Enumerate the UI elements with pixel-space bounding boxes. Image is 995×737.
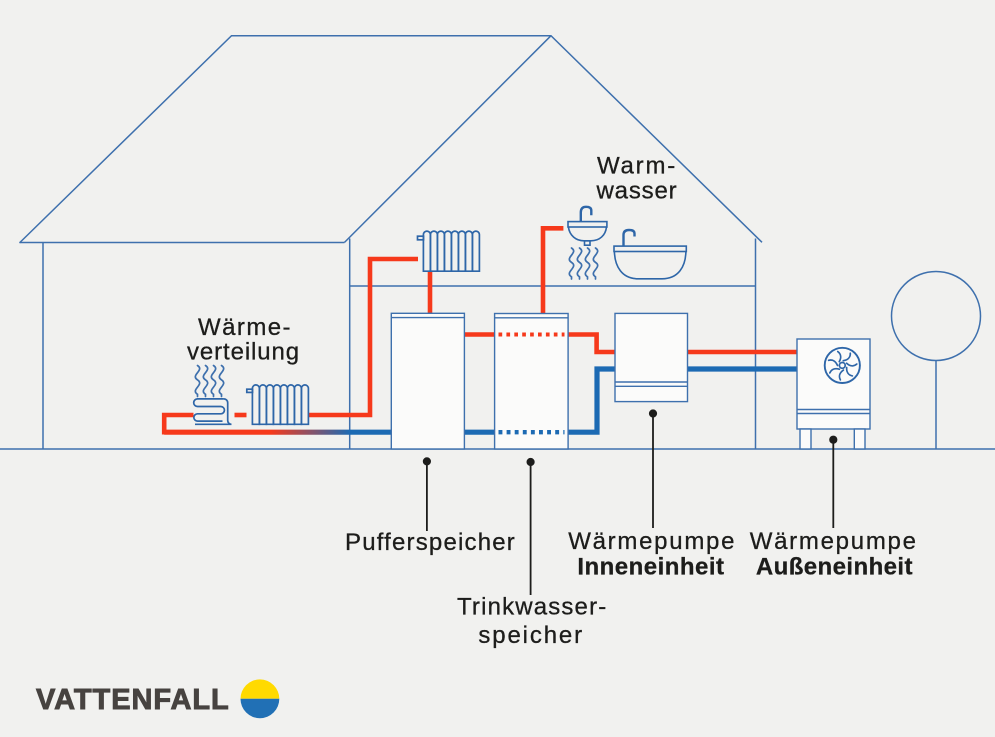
svg-text:Wärmepumpe: Wärmepumpe: [750, 528, 918, 555]
svg-text:Warm-: Warm-: [597, 153, 677, 180]
svg-text:Außeneinheit: Außeneinheit: [756, 554, 913, 581]
svg-text:verteilung: verteilung: [187, 339, 300, 366]
svg-text:speicher: speicher: [478, 622, 584, 649]
svg-text:Inneneinheit: Inneneinheit: [577, 554, 724, 581]
svg-text:Trinkwasser-: Trinkwasser-: [457, 593, 607, 620]
svg-text:Wärme-: Wärme-: [198, 314, 292, 341]
svg-text:Wärmepumpe: Wärmepumpe: [568, 528, 736, 555]
svg-text:VATTENFALL: VATTENFALL: [36, 684, 230, 716]
svg-text:wasser: wasser: [596, 178, 678, 205]
svg-text:Pufferspeicher: Pufferspeicher: [345, 529, 516, 556]
